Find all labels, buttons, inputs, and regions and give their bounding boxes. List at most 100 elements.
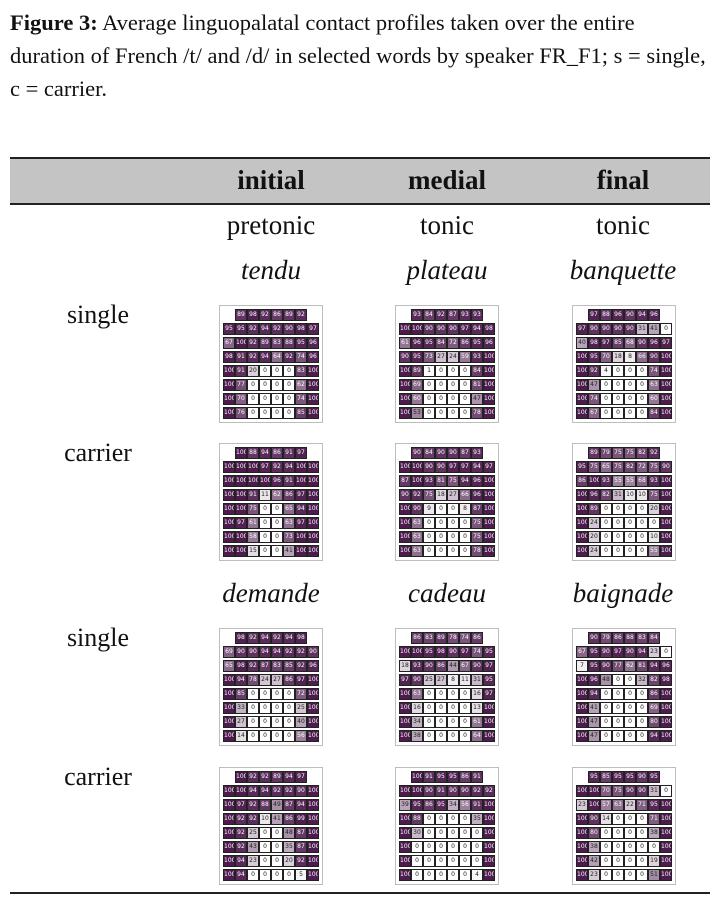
electrode-cell: 70 xyxy=(235,393,247,405)
table-header-band xyxy=(10,159,710,205)
electrode-cell: 100 xyxy=(223,827,235,839)
electrode-cell: 97 xyxy=(459,461,471,473)
electrode-cell: 90 xyxy=(600,646,612,658)
electrode-cell: 94 xyxy=(247,785,259,797)
electrode-cell: 0 xyxy=(459,716,471,728)
electrode-cell: 60 xyxy=(648,393,660,405)
electrode-cell: 58 xyxy=(247,531,259,543)
electrode-cell: 100 xyxy=(223,813,235,825)
electrode-cell: 0 xyxy=(624,855,636,867)
electrode-cell: 83 xyxy=(423,632,435,644)
electrode-cell: 94 xyxy=(636,309,648,321)
electrode-cell: 0 xyxy=(624,813,636,825)
electrode-cell: 97 xyxy=(483,461,495,473)
electrode-cell: 65 xyxy=(283,503,295,515)
electrode-cell: 100 xyxy=(576,393,588,405)
electrode-cell: 100 xyxy=(576,869,588,881)
electrode-cell: 0 xyxy=(624,503,636,515)
electrode-cell: 95 xyxy=(588,771,600,783)
electrode-cell: 86 xyxy=(423,799,435,811)
electrode-cell: 95 xyxy=(223,323,235,335)
electrode-cell: 0 xyxy=(459,393,471,405)
electrode-cell: 0 xyxy=(423,545,435,557)
electrode-cell: 100 xyxy=(660,799,672,811)
electrode-cell: 63 xyxy=(411,517,423,529)
column-header-final: final xyxy=(596,165,650,195)
electrode-cell: 94 xyxy=(471,323,483,335)
electrode-cell: 0 xyxy=(600,545,612,557)
electrode-cell: 67 xyxy=(576,646,588,658)
electrode-cell: 0 xyxy=(435,827,447,839)
electrode-cell: 41 xyxy=(648,323,660,335)
electrode-cell: 90 xyxy=(411,447,423,459)
electrode-cell: 94 xyxy=(295,799,307,811)
electrode-cell: 97 xyxy=(295,674,307,686)
electrode-cell: 34 xyxy=(447,799,459,811)
electrode-cell: 0 xyxy=(612,531,624,543)
electrode-cell: 92 xyxy=(295,646,307,658)
electrode-cell: 100 xyxy=(399,531,411,543)
electrode-cell: 100 xyxy=(660,855,672,867)
electrode-cell: 63 xyxy=(648,379,660,391)
electrode-cell: 94 xyxy=(235,855,247,867)
electrode-cell: 59 xyxy=(459,351,471,363)
table-top-rule xyxy=(10,157,710,159)
electrode-cell: 92 xyxy=(247,799,259,811)
electrode-cell: 0 xyxy=(600,855,612,867)
electrode-cell: 69 xyxy=(223,646,235,658)
electrode-cell: 65 xyxy=(223,660,235,672)
electrode-cell: 90 xyxy=(624,785,636,797)
electrode-cell: 96 xyxy=(648,337,660,349)
electrode-cell: 94 xyxy=(636,646,648,658)
electrode-cell: 100 xyxy=(660,475,672,487)
electrode-cell: 85 xyxy=(600,771,612,783)
electrode-cell: 31 xyxy=(636,323,648,335)
electrode-cell: 92 xyxy=(483,785,495,797)
electrode-cell: 100 xyxy=(307,855,319,867)
electrode-cell: 74 xyxy=(588,393,600,405)
electrode-cell: 100 xyxy=(483,475,495,487)
electrode-cell: 0 xyxy=(283,869,295,881)
electrode-cell: 90 xyxy=(411,503,423,515)
electrode-cell: 97 xyxy=(660,337,672,349)
electrode-cell: 87 xyxy=(283,799,295,811)
electrode-cell: 100 xyxy=(235,545,247,557)
electrode-cell: 0 xyxy=(624,407,636,419)
electrode-cell: 0 xyxy=(447,517,459,529)
electrode-cell: 96 xyxy=(588,489,600,501)
electrode-cell: 90 xyxy=(636,771,648,783)
electrode-cell: 0 xyxy=(600,393,612,405)
electrode-cell: 0 xyxy=(624,517,636,529)
electrode-cell: 0 xyxy=(471,855,483,867)
electrode-cell: 84 xyxy=(648,407,660,419)
electrode-cell: 100 xyxy=(223,702,235,714)
stress-final: tonic xyxy=(596,210,650,240)
electrode-cell: 0 xyxy=(447,855,459,867)
electrode-cell: 74 xyxy=(471,646,483,658)
electrode-cell: 96 xyxy=(411,337,423,349)
electrode-cell: 72 xyxy=(636,461,648,473)
electrode-cell: 100 xyxy=(235,475,247,487)
electrode-cell: 41 xyxy=(588,702,600,714)
electrode-cell: 89 xyxy=(283,309,295,321)
electrode-cell: 100 xyxy=(576,716,588,728)
electrode-cell: 100 xyxy=(223,855,235,867)
electrode-cell: 100 xyxy=(576,489,588,501)
electrode-cell: 100 xyxy=(223,393,235,405)
electrode-cell: 0 xyxy=(612,730,624,742)
electrode-cell: 76 xyxy=(235,407,247,419)
electrode-cell: 100 xyxy=(483,379,495,391)
electrode-cell: 100 xyxy=(588,475,600,487)
electrode-cell: 0 xyxy=(447,813,459,825)
electrode-cell: 86 xyxy=(411,632,423,644)
electrode-cell: 0 xyxy=(612,702,624,714)
electrode-cell: 100 xyxy=(660,716,672,728)
electrode-cell: 83 xyxy=(271,660,283,672)
electrode-cell: 4 xyxy=(471,869,483,881)
electrode-cell: 51 xyxy=(648,869,660,881)
electrode-cell: 91 xyxy=(435,785,447,797)
electrode-cell: 38 xyxy=(588,841,600,853)
electrode-cell: 100 xyxy=(576,503,588,515)
electrode-cell: 98 xyxy=(295,632,307,644)
